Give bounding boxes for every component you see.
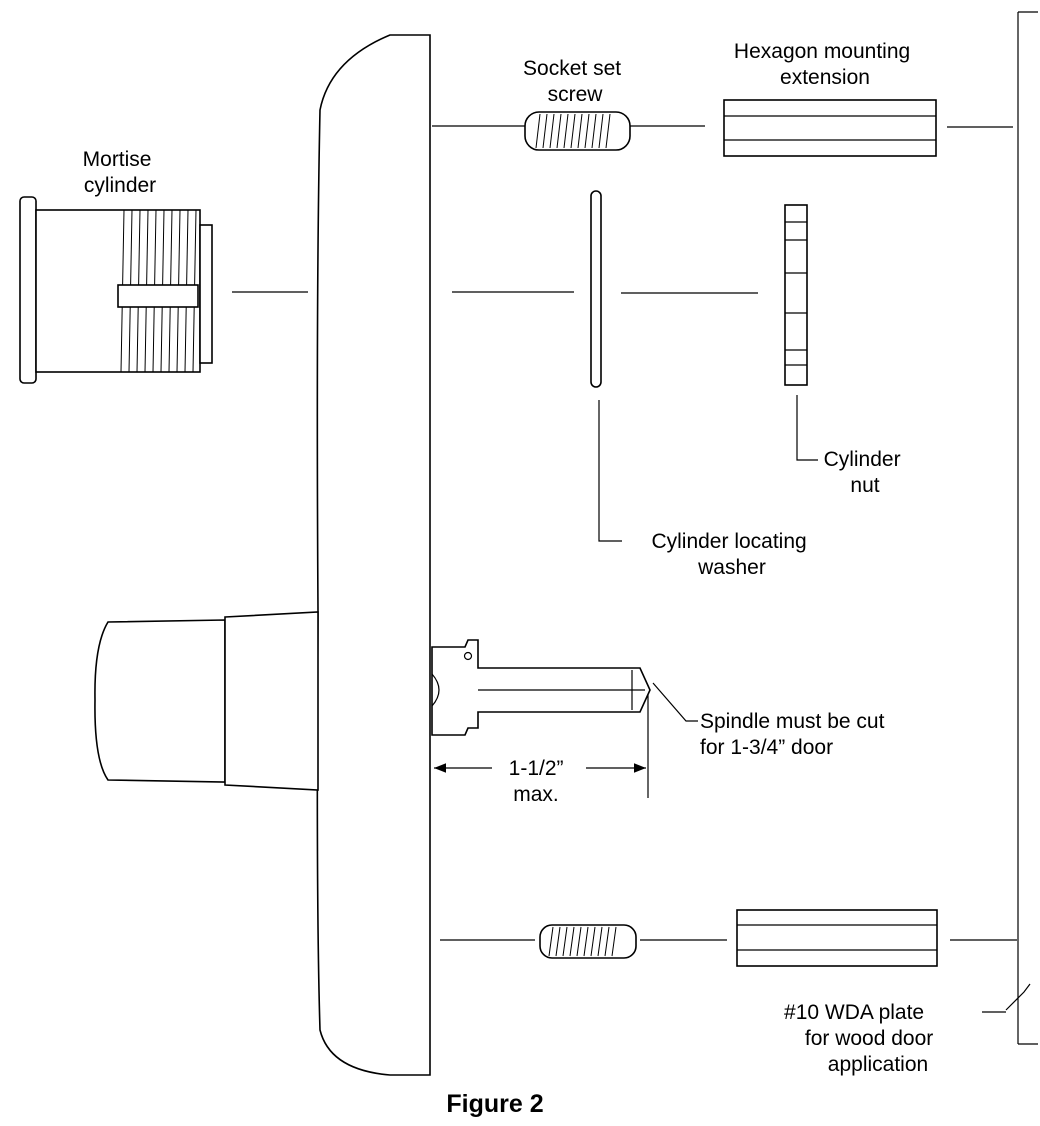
mortise-cylinder	[19, 196, 213, 384]
label-wda-plate: #10 WDA plate for wood door application	[784, 1001, 939, 1076]
label-mortise-cylinder: Mortise cylinder	[83, 148, 158, 197]
hexagon-extension-bottom	[736, 909, 938, 967]
label-dimension: 1-1/2” max.	[509, 757, 570, 806]
spindle-dimension	[434, 695, 649, 798]
figure-caption: Figure 2	[446, 1090, 543, 1118]
leader-washer-label	[598, 400, 622, 542]
cylinder-nut	[784, 204, 808, 386]
label-spindle-note: Spindle must be cut for 1-3/4” door	[700, 710, 890, 759]
label-cylinder-locating-washer: Cylinder locating washer	[651, 530, 812, 579]
wda-plate-outline	[1017, 11, 1038, 1045]
spindle	[431, 639, 651, 736]
label-cylinder-nut: Cylinder nut	[824, 448, 907, 497]
hexagon-extension-top	[723, 99, 937, 157]
socket-set-screw-top	[524, 111, 631, 151]
leader-nut-label	[796, 395, 818, 461]
lever-handle	[94, 611, 319, 791]
cylinder-locating-washer	[590, 190, 602, 388]
label-socket-set-screw: Socket set screw	[523, 57, 627, 106]
socket-set-screw-bottom	[539, 924, 637, 959]
escutcheon-plate	[316, 34, 431, 1076]
leader-spindle-label	[652, 682, 698, 722]
label-hexagon-extension: Hexagon mounting extension	[734, 40, 916, 89]
leader-wda-plate	[1005, 983, 1031, 1011]
